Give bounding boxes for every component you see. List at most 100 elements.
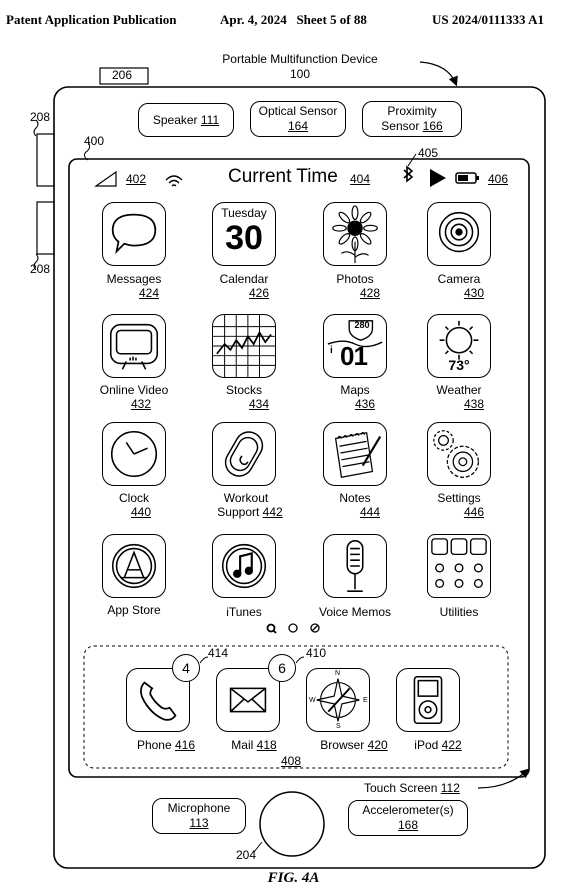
proximity-sensor-box: Proximity Sensor 166 (362, 101, 462, 137)
ref-208-bottom: 208 (30, 262, 51, 276)
notes-icon[interactable] (323, 422, 387, 486)
mail-label: Mail 418 (214, 738, 294, 752)
current-time: Current Time (228, 166, 338, 187)
ipod-icon[interactable] (396, 668, 460, 732)
ref-410: 410 (306, 646, 327, 660)
ref-414: 414 (208, 646, 229, 660)
publication-date-sheet: Apr. 4, 2024 Sheet 5 of 88 (220, 12, 367, 27)
mail-name: Mail (231, 738, 254, 752)
voice-memos-label: Voice Memos (318, 605, 392, 619)
browser-icon[interactable]: N S E W (306, 668, 370, 732)
calendar-ref: 426 (248, 286, 270, 300)
clock-name: Clock (118, 491, 149, 505)
notes-label: Notes 444 (315, 491, 395, 519)
calendar-icon[interactable]: Tuesday 30 (212, 202, 276, 266)
calendar-date: 30 (225, 219, 263, 257)
workout-support-label: Workout Support 442 (200, 491, 300, 519)
settings-ref: 446 (463, 505, 485, 519)
online-video-icon[interactable] (102, 314, 166, 378)
voice-memos-icon[interactable] (323, 534, 387, 598)
ipod-ref: 422 (441, 738, 462, 752)
weather-name: Weather (436, 383, 482, 397)
ipod-label: iPod 422 (398, 738, 478, 752)
proximity-label-1: Proximity (387, 104, 437, 118)
home-button[interactable] (260, 792, 324, 856)
speaker-ref: 111 (200, 113, 220, 127)
speaker-label: Speaker (152, 113, 198, 127)
device-title: Portable Multifunction Device 100 (190, 52, 410, 82)
messages-label: Messages 424 (94, 272, 174, 300)
stocks-name: Stocks (225, 383, 262, 397)
device-ref: 100 (289, 67, 311, 81)
workout-name-2: Support (217, 505, 260, 519)
photos-ref: 428 (359, 286, 381, 300)
figure-caption: FIG. 4A (267, 870, 320, 886)
calendar-label: Calendar 426 (204, 272, 284, 300)
accelerometer-label: Accelerometer(s) (362, 803, 454, 817)
settings-name: Settings (437, 491, 481, 505)
settings-icon[interactable] (427, 422, 491, 486)
photos-icon[interactable] (323, 202, 387, 266)
app-store-label: App Store (107, 603, 161, 617)
stocks-label: Stocks 434 (204, 383, 284, 411)
browser-ref: 420 (367, 738, 388, 752)
photos-label: Photos 428 (315, 272, 395, 300)
stocks-ref: 434 (248, 397, 270, 411)
proximity-ref: 166 (422, 119, 443, 133)
publication-number: US 2024/0111333 A1 (432, 12, 544, 27)
device-title-text: Portable Multifunction Device (222, 52, 378, 66)
workout-ref: 442 (262, 505, 283, 519)
notes-ref: 444 (359, 505, 381, 519)
maps-marker-icon: i (330, 345, 333, 356)
clock-label: Clock 440 (94, 491, 174, 519)
online-video-ref: 432 (130, 397, 152, 411)
phone-name: Phone (136, 738, 172, 752)
optical-sensor-label: Optical Sensor (258, 104, 338, 118)
camera-icon[interactable] (427, 202, 491, 266)
browser-name: Browser (320, 738, 365, 752)
ipod-name: iPod (414, 738, 439, 752)
ref-208-top: 208 (30, 110, 51, 124)
optical-sensor-ref: 164 (287, 119, 309, 133)
calendar-day: Tuesday (221, 206, 267, 220)
maps-digits: 01 (340, 341, 368, 371)
touch-screen-label: Touch Screen 112 (364, 781, 460, 795)
itunes-icon[interactable] (212, 534, 276, 598)
clock-ref: 440 (130, 505, 152, 519)
mail-ref: 418 (256, 738, 277, 752)
phone-label: Phone 416 (126, 738, 206, 752)
messages-icon[interactable] (102, 202, 166, 266)
stocks-icon[interactable] (212, 314, 276, 378)
maps-icon[interactable]: 280 i 01 (323, 314, 387, 378)
page-indicator[interactable] (264, 620, 324, 636)
clock-icon[interactable] (102, 422, 166, 486)
weather-label: Weather 438 (419, 383, 499, 411)
online-video-label: Online Video 432 (94, 383, 174, 411)
optical-sensor-box: Optical Sensor 164 (250, 101, 346, 137)
signal-ref: 402 (126, 172, 147, 186)
battery-ref: 406 (488, 172, 509, 186)
time-ref: 404 (350, 172, 371, 186)
speaker-box: Speaker 111 (138, 103, 234, 137)
weather-icon[interactable]: 73° (427, 314, 491, 378)
ref-204: 204 (236, 848, 257, 862)
accelerometer-box: Accelerometer(s) 168 (348, 800, 468, 836)
compass-n: N (335, 670, 341, 677)
messages-name: Messages (106, 272, 162, 286)
utilities-icon[interactable] (427, 534, 491, 598)
workout-support-icon[interactable] (212, 422, 276, 486)
camera-label: Camera 430 (419, 272, 499, 300)
touch-screen-text: Touch Screen (364, 781, 438, 795)
calendar-name: Calendar (219, 272, 269, 286)
utilities-label: Utilities (439, 605, 479, 619)
camera-name: Camera (437, 272, 481, 286)
app-store-icon[interactable] (102, 534, 166, 598)
compass-e: E (363, 697, 368, 704)
notes-name: Notes (339, 491, 371, 505)
phone-ref: 416 (175, 738, 196, 752)
maps-name: Maps (340, 383, 370, 397)
microphone-label: Microphone (167, 801, 231, 815)
mail-icon[interactable] (216, 668, 280, 732)
compass-w: W (309, 697, 316, 704)
